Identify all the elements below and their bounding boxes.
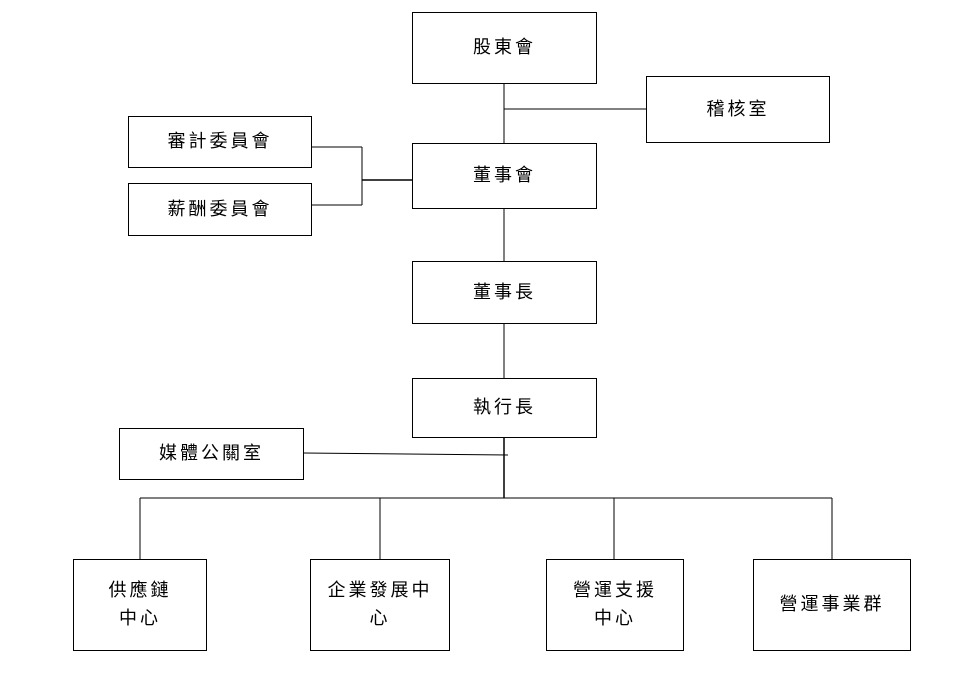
unit-supply-chain-line1: 供應鏈 <box>108 580 172 601</box>
shareholders-box: 股東會 <box>412 12 597 84</box>
audit-office-label: 稽核室 <box>706 98 770 120</box>
unit-business-group-line1: 營運事業群 <box>779 594 885 615</box>
unit-corporate-development-line1: 企業發展中 <box>327 580 433 601</box>
audit-committee-box: 審計委員會 <box>128 116 312 168</box>
board-label: 董事會 <box>473 165 536 186</box>
ceo-box: 執行長 <box>412 378 597 438</box>
unit-operations-support-line2: 中心 <box>594 608 636 629</box>
unit-business-group-box: 營運事業群 <box>753 559 911 651</box>
unit-supply-chain-box: 供應鏈 中心 <box>73 559 207 651</box>
pr-office-box: 媒體公關室 <box>119 428 304 480</box>
chairman-label: 董事長 <box>473 281 536 303</box>
compensation-committee-box: 薪酬委員會 <box>128 183 312 236</box>
audit-committee-label: 審計委員會 <box>167 131 273 152</box>
unit-corporate-development-line2: 心 <box>369 608 391 629</box>
unit-operations-support-box: 營運支援 中心 <box>546 559 684 651</box>
unit-supply-chain-line2: 中心 <box>119 608 161 629</box>
unit-operations-support-line1: 營運支援 <box>573 580 657 601</box>
pr-office-label: 媒體公關室 <box>159 443 264 464</box>
board-box: 董事會 <box>412 143 597 209</box>
ceo-label: 執行長 <box>473 397 536 418</box>
audit-office-box: 稽核室 <box>646 76 830 143</box>
line-pr-office <box>302 452 509 456</box>
shareholders-label: 股東會 <box>473 37 536 58</box>
unit-corporate-development-box: 企業發展中 心 <box>310 559 450 651</box>
compensation-committee-label: 薪酬委員會 <box>167 198 273 220</box>
chairman-box: 董事長 <box>412 261 597 324</box>
